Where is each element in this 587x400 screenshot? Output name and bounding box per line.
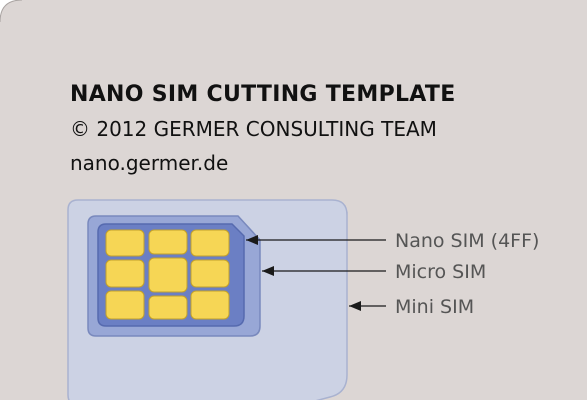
chip-pad-left-bottom [105, 290, 145, 320]
template-title: NANO SIM CUTTING TEMPLATE [70, 82, 456, 107]
mini-sim-arrow [349, 301, 386, 311]
chip-pad-right-top [190, 229, 230, 257]
chip-pad-left-middle [105, 259, 145, 288]
nano-sim-arrow [246, 235, 386, 245]
micro-sim-label: Micro SIM [395, 261, 486, 283]
chip-pad-center-middle [148, 257, 188, 293]
micro-sim-arrow [262, 266, 386, 276]
nano-sim-label: Nano SIM (4FF) [395, 230, 539, 252]
copyright-line: © 2012 GERMER CONSULTING TEAM [70, 117, 437, 141]
mini-sim-label: Mini SIM [395, 296, 474, 318]
chip-pad-left-top [105, 229, 145, 257]
chip-pad-center-top [148, 229, 188, 255]
sim-chip-contacts [105, 229, 230, 320]
card-edge-line [0, 0, 23, 23]
chip-pad-center-bottom [148, 295, 188, 320]
chip-pad-right-bottom [190, 290, 230, 320]
chip-pad-right-middle [190, 259, 230, 288]
website-url: nano.germer.de [70, 151, 229, 175]
